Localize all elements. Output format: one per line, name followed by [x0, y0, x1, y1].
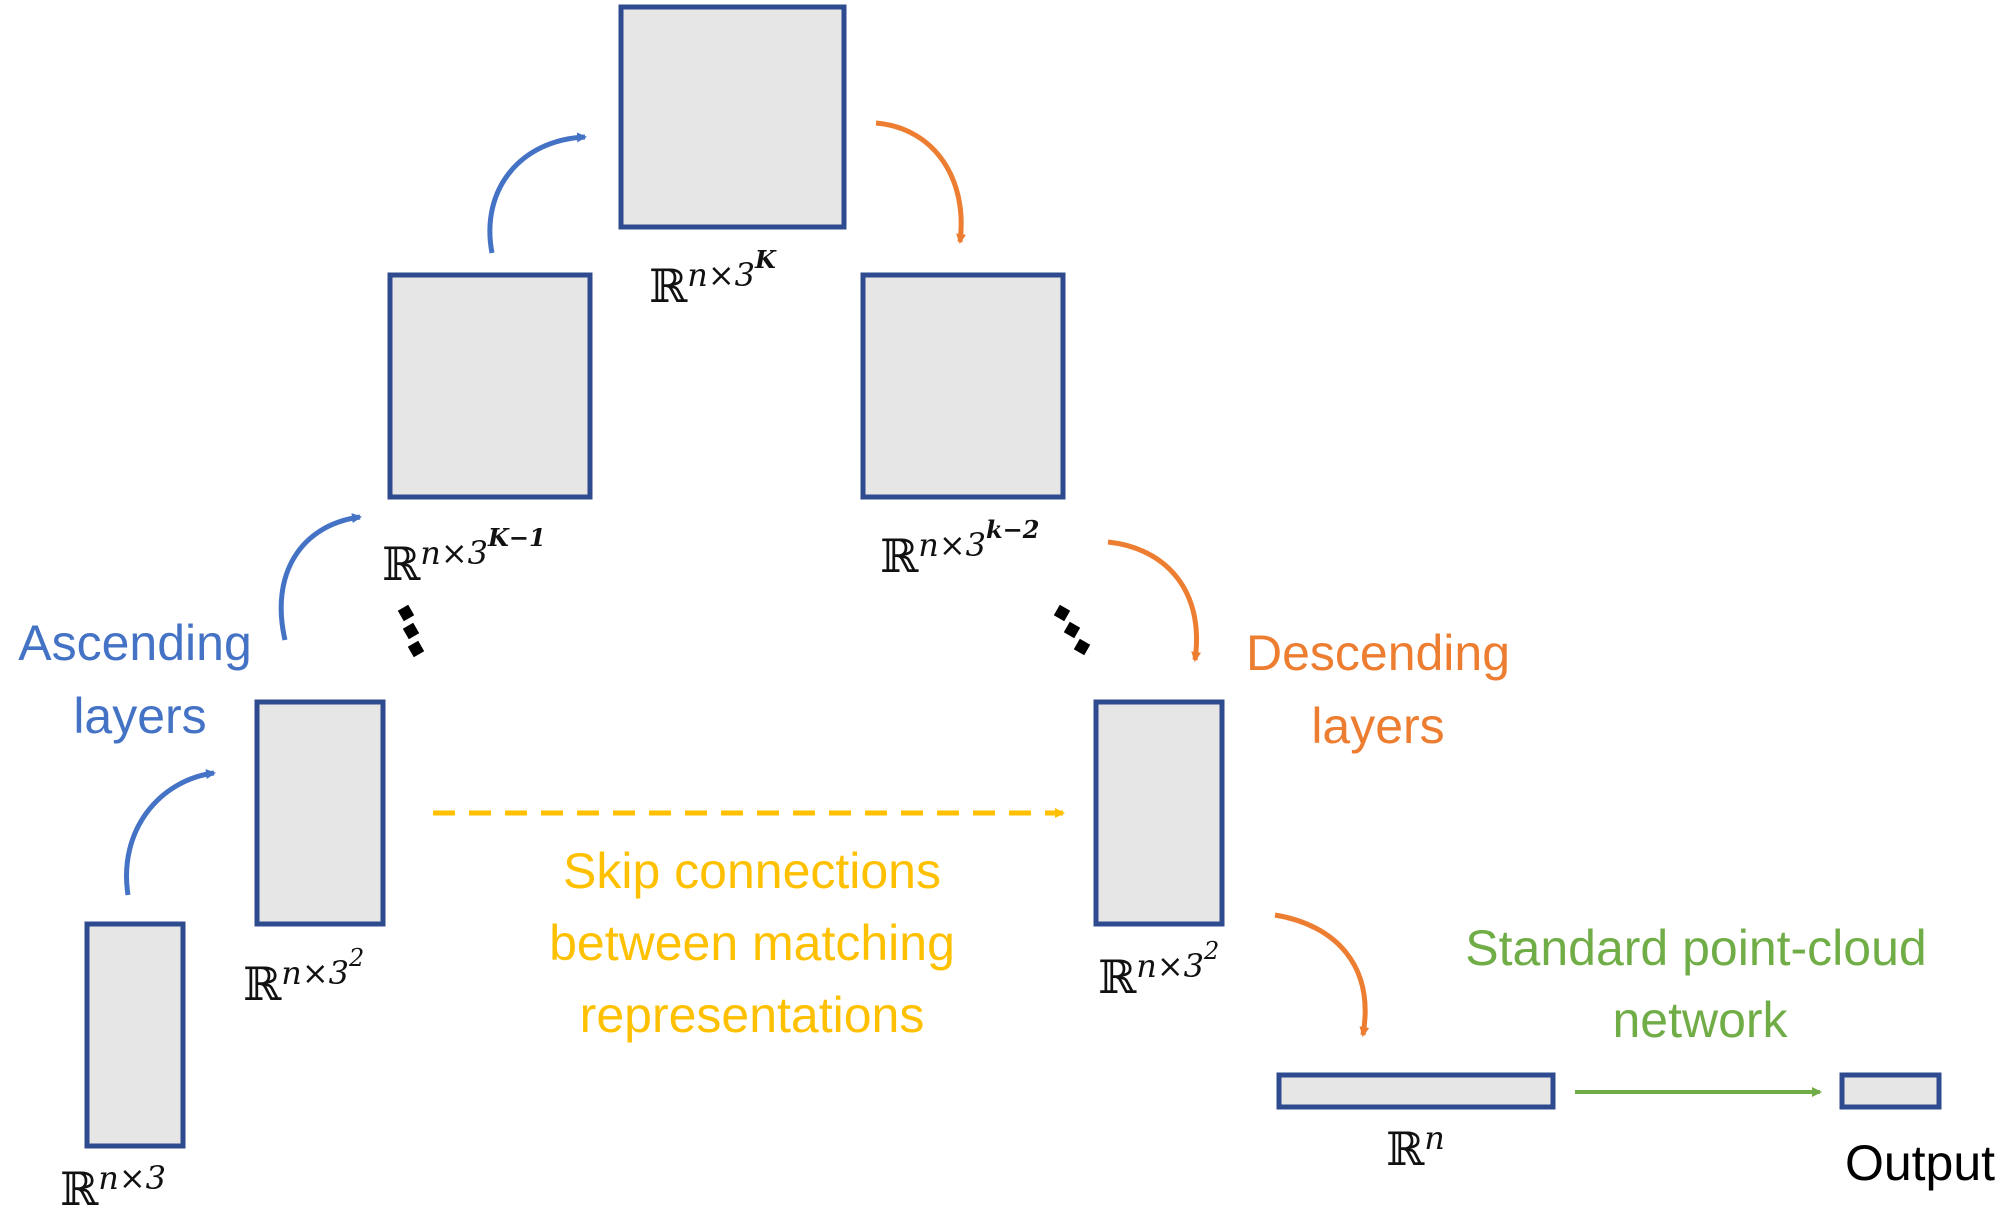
dim-desc-levelk2: ℝn×3k−2 — [880, 515, 1039, 583]
descending-block-levelk2 — [860, 272, 1066, 500]
dim-desc-level2: ℝn×32 — [1098, 937, 1219, 1004]
ascending-block-level2 — [254, 699, 386, 927]
dim-input: ℝn×3 — [60, 1159, 166, 1215]
dim-asc-level2: ℝn×32 — [243, 944, 364, 1011]
descending-arrow-1 — [875, 120, 966, 244]
ascending-arrow-3 — [487, 132, 587, 254]
skip-label-line3: representations — [580, 987, 925, 1043]
descending-block-level2 — [1093, 699, 1225, 927]
descending-arrow-2 — [1107, 539, 1202, 662]
input-block — [84, 921, 186, 1149]
ascending-label-line1: Ascending — [18, 615, 252, 671]
descending-arrow-3 — [1274, 912, 1370, 1037]
descending-ellipsis — [1053, 604, 1091, 656]
dim-top: ℝn×3K — [649, 245, 777, 313]
final-block — [1276, 1072, 1556, 1110]
dim-asc-levelK1: ℝn×3K−1 — [382, 523, 546, 591]
dim-final: ℝn — [1386, 1119, 1445, 1176]
ascending-ellipsis — [397, 604, 425, 658]
descending-label-line2: layers — [1311, 698, 1444, 754]
skip-label-line1: Skip connections — [563, 843, 941, 899]
top-block — [618, 4, 847, 230]
output-block — [1839, 1072, 1942, 1110]
ascending-arrow-2 — [278, 513, 362, 641]
skip-label-line2: between matching — [549, 915, 955, 971]
descending-label-line1: Descending — [1246, 625, 1510, 681]
ascending-block-levelK1 — [387, 272, 593, 500]
standard-label-line2: network — [1612, 992, 1788, 1048]
standard-label-line1: Standard point-cloud — [1465, 920, 1926, 976]
ascending-label-line2: layers — [73, 688, 206, 744]
ascending-arrow-1 — [124, 769, 216, 896]
output-label: Output — [1845, 1135, 1995, 1191]
